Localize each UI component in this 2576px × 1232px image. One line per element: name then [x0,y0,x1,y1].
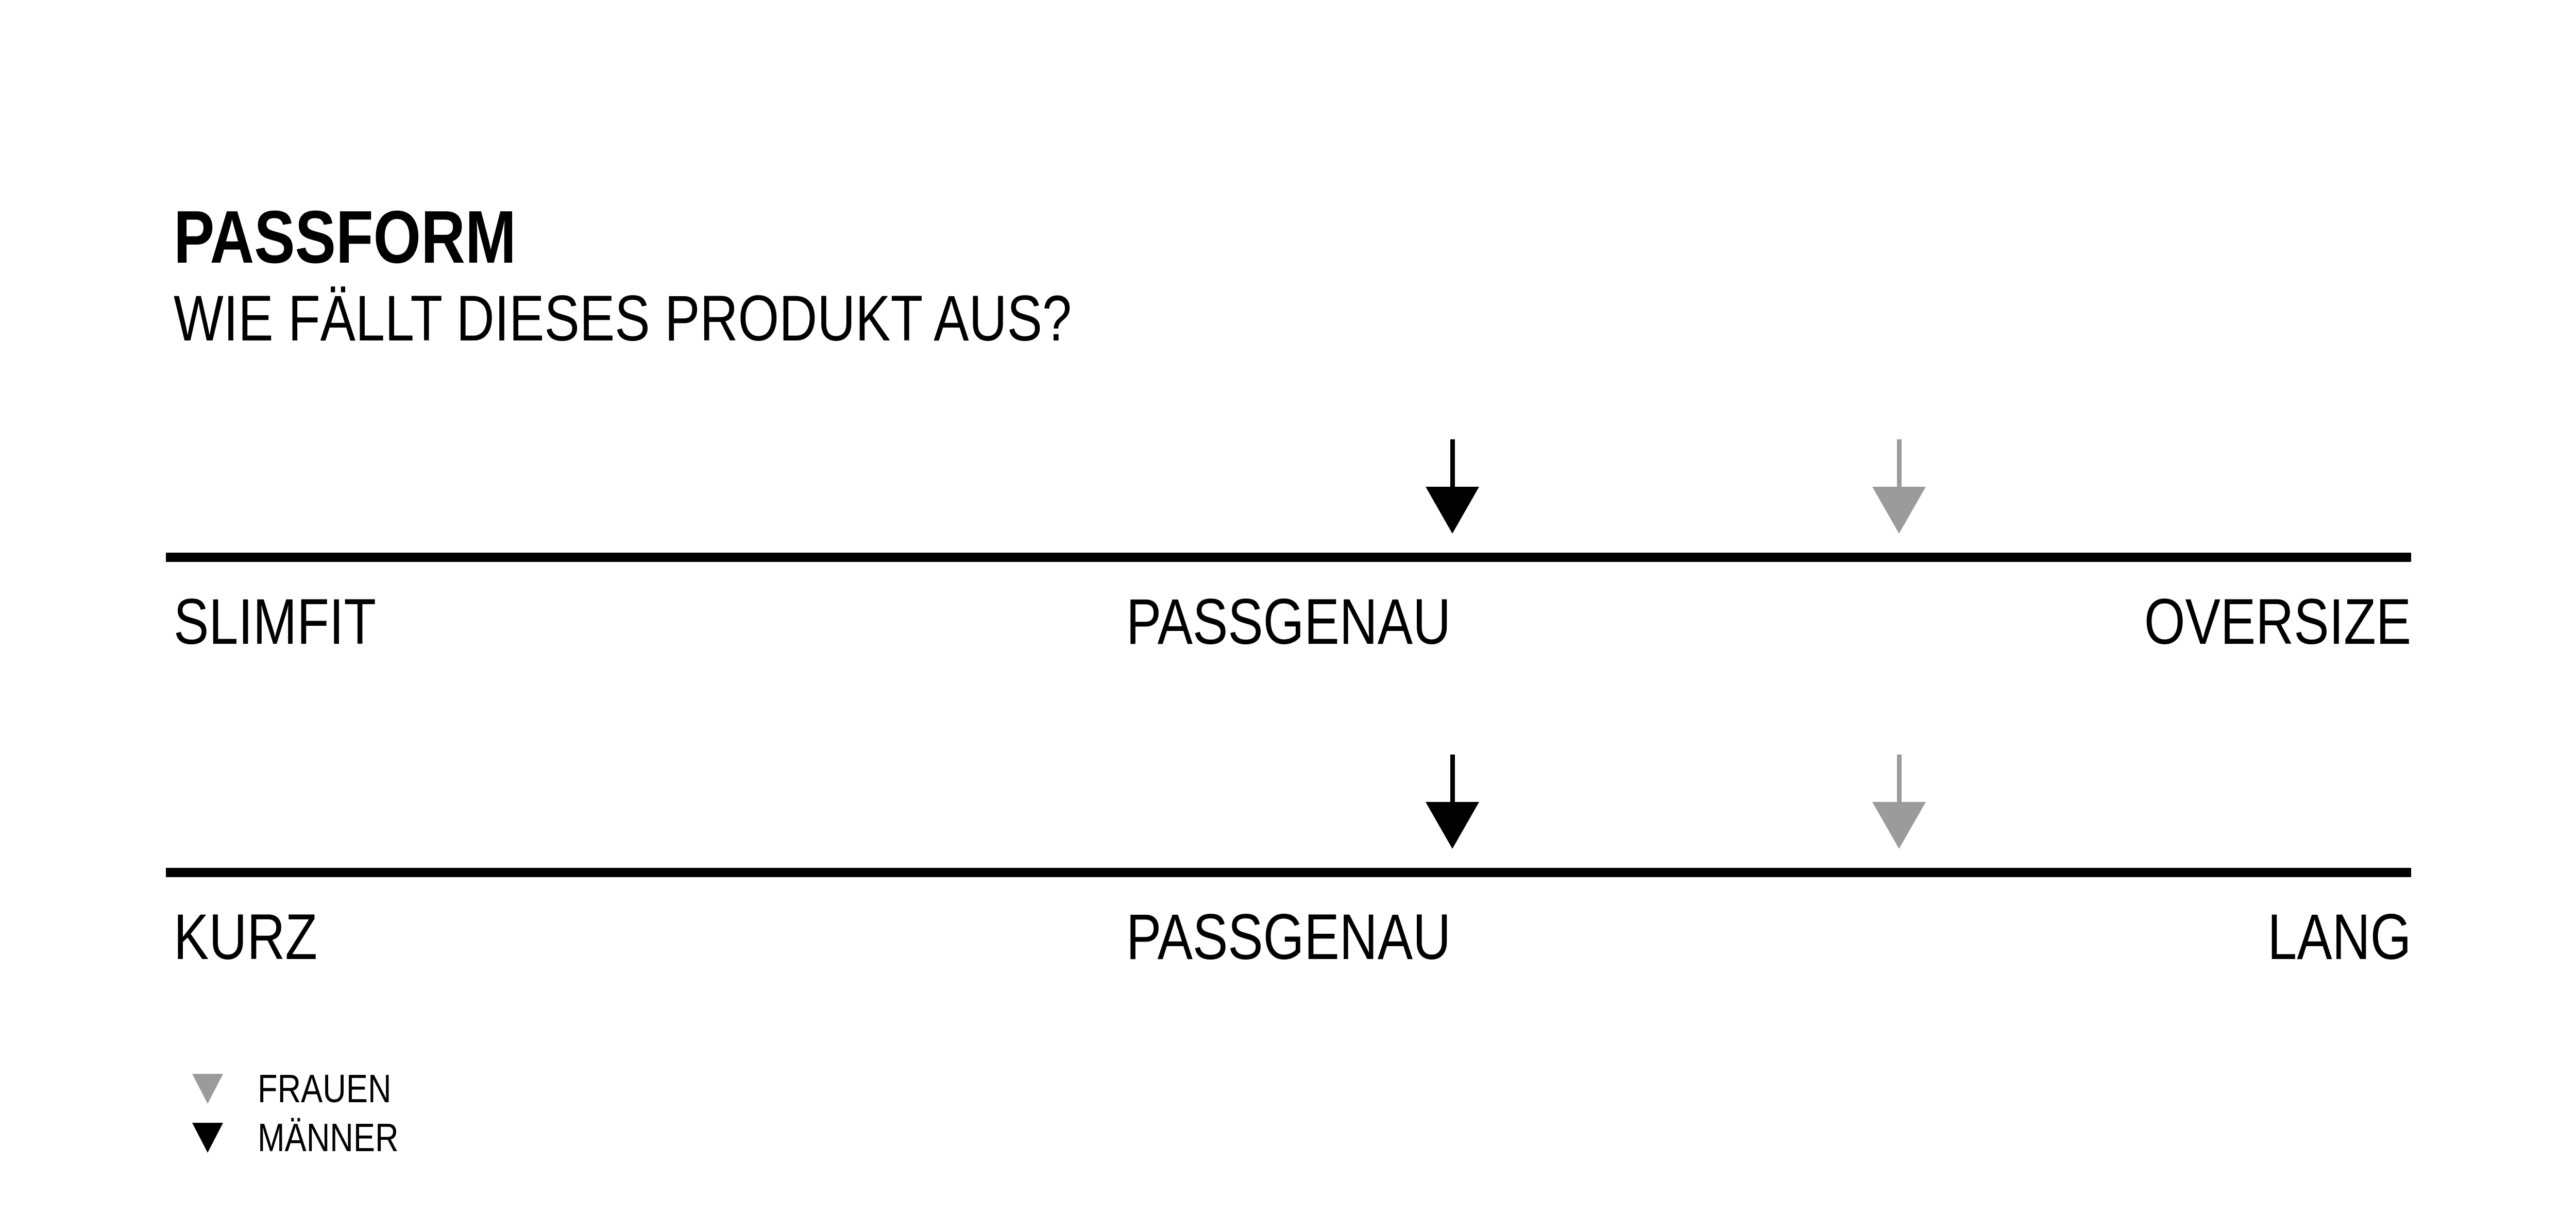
marker-stem [1450,755,1455,804]
legend-item-maenner: MÄNNER [192,1116,430,1160]
scale-label-center: PASSGENAU [1126,586,1451,658]
scale-label-right: OVERSIZE [2144,586,2411,658]
men-marker-arrow-icon [1426,439,1480,534]
chart-subtitle: WIE FÄLLT DIESES PRODUKT AUS? [174,283,1072,354]
chart-title: PASSFORM [174,195,516,279]
scale-axis-line [166,553,2411,562]
fit-scale-length: KURZ PASSGENAU LANG [166,755,2411,976]
legend: FRAUEN MÄNNER [192,1067,430,1172]
marker-stem [1450,439,1455,489]
arrow-head-icon [1426,487,1480,534]
fit-scale-width: SLIMFIT PASSGENAU OVERSIZE [166,439,2411,661]
marker-stem [1896,755,1902,804]
scale-label-center: PASSGENAU [1126,901,1451,973]
marker-stem [1896,439,1902,489]
scale-label-left: KURZ [174,901,318,973]
women-marker-arrow-icon [1872,439,1926,534]
legend-label: MÄNNER [258,1116,399,1160]
legend-item-frauen: FRAUEN [192,1067,430,1111]
arrow-head-icon [1872,802,1926,849]
arrow-head-icon [1872,487,1926,534]
scale-label-left: SLIMFIT [174,586,376,658]
legend-label: FRAUEN [258,1067,392,1111]
down-triangle-icon [192,1074,223,1104]
arrow-head-icon [1426,802,1480,849]
men-marker-arrow-icon [1426,755,1480,849]
scale-label-right: LANG [2267,901,2411,973]
down-triangle-icon [192,1123,223,1153]
women-marker-arrow-icon [1872,755,1926,849]
scale-axis-line [166,868,2411,877]
